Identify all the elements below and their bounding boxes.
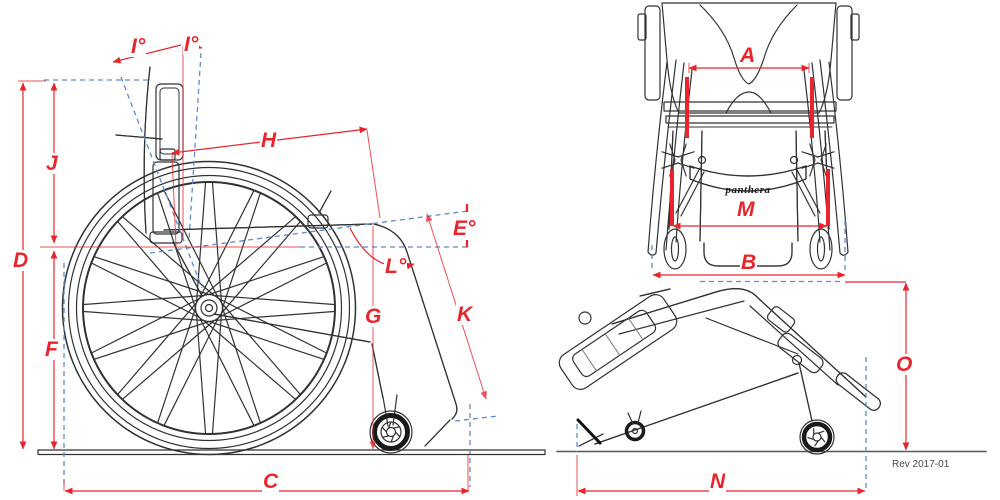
dim-label-o: O [895, 353, 914, 376]
dim-label-g: G [364, 305, 383, 328]
front-view-drawing [637, 2, 860, 270]
front-caster-wheel [369, 410, 413, 454]
folded-backrest [558, 294, 678, 390]
dim-label-d: D [12, 249, 30, 272]
rear-wheel-spokes [83, 182, 335, 434]
dim-label-c: C [262, 470, 280, 493]
rear-wheel [61, 160, 357, 456]
dim-label-k: K [456, 303, 474, 326]
folded-view-drawing [556, 288, 987, 455]
dim-label-i-right: I° [183, 33, 200, 56]
dim-label-i-left: I° [130, 35, 147, 58]
dim-label-n: N [709, 470, 727, 493]
ground-side [37, 449, 546, 456]
brand-logo-text: panthera [725, 184, 771, 196]
dim-label-m: M [736, 198, 756, 221]
dim-label-j: J [45, 152, 59, 175]
dim-label-e: E° [452, 217, 477, 240]
dim-label-f: F [44, 338, 59, 361]
dim-label-h: H [260, 129, 278, 152]
front-view-left-wheel [647, 59, 695, 256]
revision-label: Rev 2017-01 [892, 459, 950, 470]
side-view-drawing [37, 66, 546, 456]
folded-caster-wheel [799, 419, 835, 455]
dim-label-b: B [740, 251, 758, 274]
dim-label-l: L° [384, 255, 408, 278]
dim-label-a: A [739, 44, 757, 67]
dim-arc-I-left [112, 44, 182, 64]
construction-lines [44, 52, 867, 489]
